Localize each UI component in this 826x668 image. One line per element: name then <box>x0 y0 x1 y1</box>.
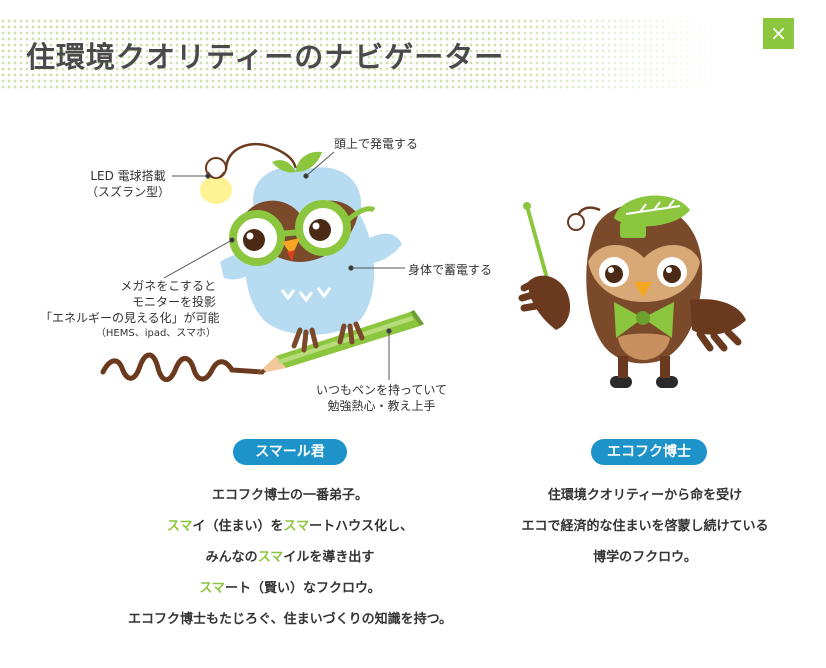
callout-pen-line2: 勉強熱心・教え上手 <box>327 399 436 413</box>
description-text: イ（住まい）を <box>192 519 284 534</box>
description-line: エコで経済的な住まいを啓蒙し続けている <box>480 511 810 542</box>
description-line: 博学のフクロウ。 <box>480 542 810 573</box>
highlight-text: スマ <box>257 550 284 565</box>
header-dot-pattern <box>0 18 720 90</box>
name-badge-ecofuku-hakase: エコフク博士 <box>591 439 707 465</box>
description-line: みんなのスマイルを導き出す <box>100 542 480 573</box>
description-line: スマート（賢い）なフクロウ。 <box>100 573 480 604</box>
description-text: エコフク博士もたじろぐ、住まいづくりの知識を持つ。 <box>127 612 453 627</box>
callout-led-line1: LED 電球搭載 <box>90 169 166 183</box>
highlight-text: スマ <box>166 519 193 534</box>
ecofuku-hakase-illustration <box>518 195 746 388</box>
description-ecofuku-hakase: 住環境クオリティーから命を受けエコで経済的な住まいを啓蒙し続けている博学のフクロ… <box>480 480 810 573</box>
highlight-text: スマ <box>283 519 310 534</box>
description-line: エコフク博士もたじろぐ、住まいづくりの知識を持つ。 <box>100 604 480 635</box>
callout-pen-line1: いつもペンを持っていて <box>316 383 448 397</box>
description-text: 住環境クオリティーから命を受け <box>547 488 743 503</box>
callout-glasses: メガネをこすると モニターを投影 「エネルギーの見える化」が可能 （HEMS、i… <box>40 278 220 342</box>
description-line: スマイ（住まい）をスマートハウス化し、 <box>100 511 480 542</box>
callout-pen: いつもペンを持っていて 勉強熱心・教え上手 <box>316 382 447 414</box>
close-button[interactable]: × <box>763 18 794 49</box>
highlight-text: スマ <box>199 581 225 596</box>
description-line: エコフク博士の一番弟子。 <box>100 480 480 511</box>
callout-glasses-line1: メガネをこすると <box>120 279 216 293</box>
callout-glasses-line3: 「エネルギーの見える化」が可能 <box>40 311 220 325</box>
description-text: みんなの <box>205 550 258 565</box>
callout-leaders <box>163 151 405 380</box>
description-smaal-kun: エコフク博士の一番弟子。スマイ（住まい）をスマートハウス化し、みんなのスマイルを… <box>100 480 480 635</box>
callout-led-line2: （スズラン型） <box>86 185 171 199</box>
callout-glasses-line4: （HEMS、ipad、スマホ） <box>95 328 216 339</box>
description-text: ート（賢い）なフクロウ。 <box>224 581 381 596</box>
callout-led: LED 電球搭載 （スズラン型） <box>86 168 170 200</box>
callout-glasses-line2: モニターを投影 <box>131 295 216 309</box>
description-text: 博学のフクロウ。 <box>593 550 697 565</box>
smaal-kun-illustration <box>100 142 424 383</box>
description-text: エコフク博士の一番弟子。 <box>211 488 368 503</box>
callout-head-power: 頭上で発電する <box>334 137 419 151</box>
description-text: エコで経済的な住まいを啓蒙し続けている <box>521 519 769 534</box>
callout-body-storage: 身体で蓄電する <box>408 263 493 277</box>
close-icon: × <box>770 21 787 45</box>
description-text: ートハウス化し、 <box>309 519 414 534</box>
description-line: 住環境クオリティーから命を受け <box>480 480 810 511</box>
page-title: 住環境クオリティーのナビゲーター <box>26 40 505 74</box>
pencil <box>257 310 424 374</box>
name-badge-smaal-kun: スマール君 <box>233 439 347 465</box>
description-text: イルを導き出す <box>283 550 375 565</box>
